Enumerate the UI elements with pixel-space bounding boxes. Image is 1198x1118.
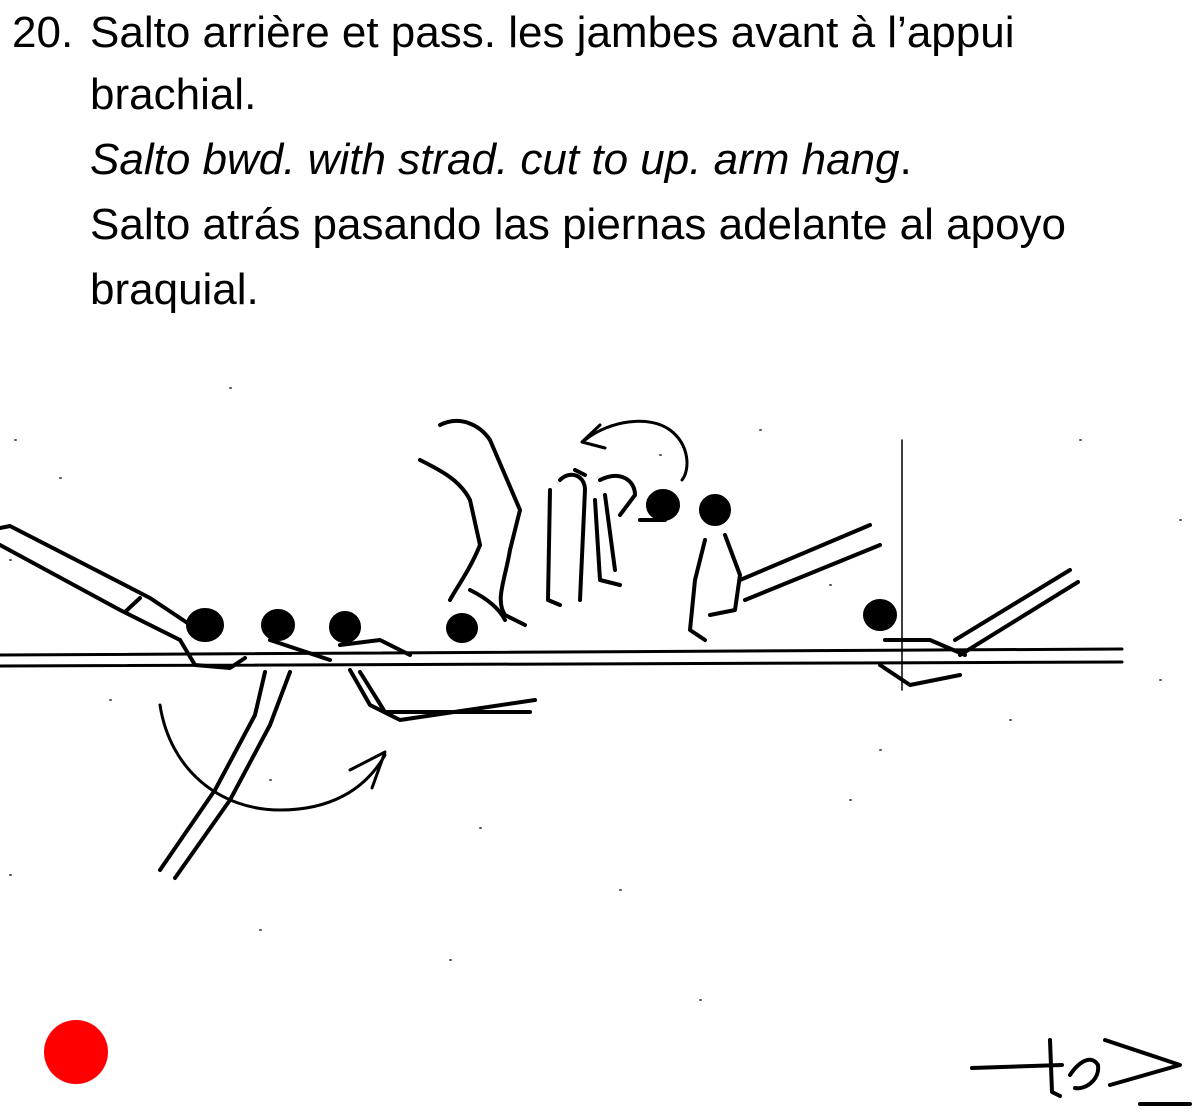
background-dots (10, 388, 1181, 1000)
salto-arrow (582, 421, 687, 480)
figure-1-start-position (0, 526, 245, 668)
figure-3-straddle-cut (331, 613, 535, 720)
signature-mark (972, 1040, 1190, 1104)
figure-7-upper-arm-hang (865, 570, 1078, 685)
figure-5-pike (548, 470, 678, 605)
figure-4-inverted-salto (420, 421, 525, 641)
figure-6-legs-forward (690, 496, 880, 640)
red-dot-icon (44, 1020, 108, 1084)
